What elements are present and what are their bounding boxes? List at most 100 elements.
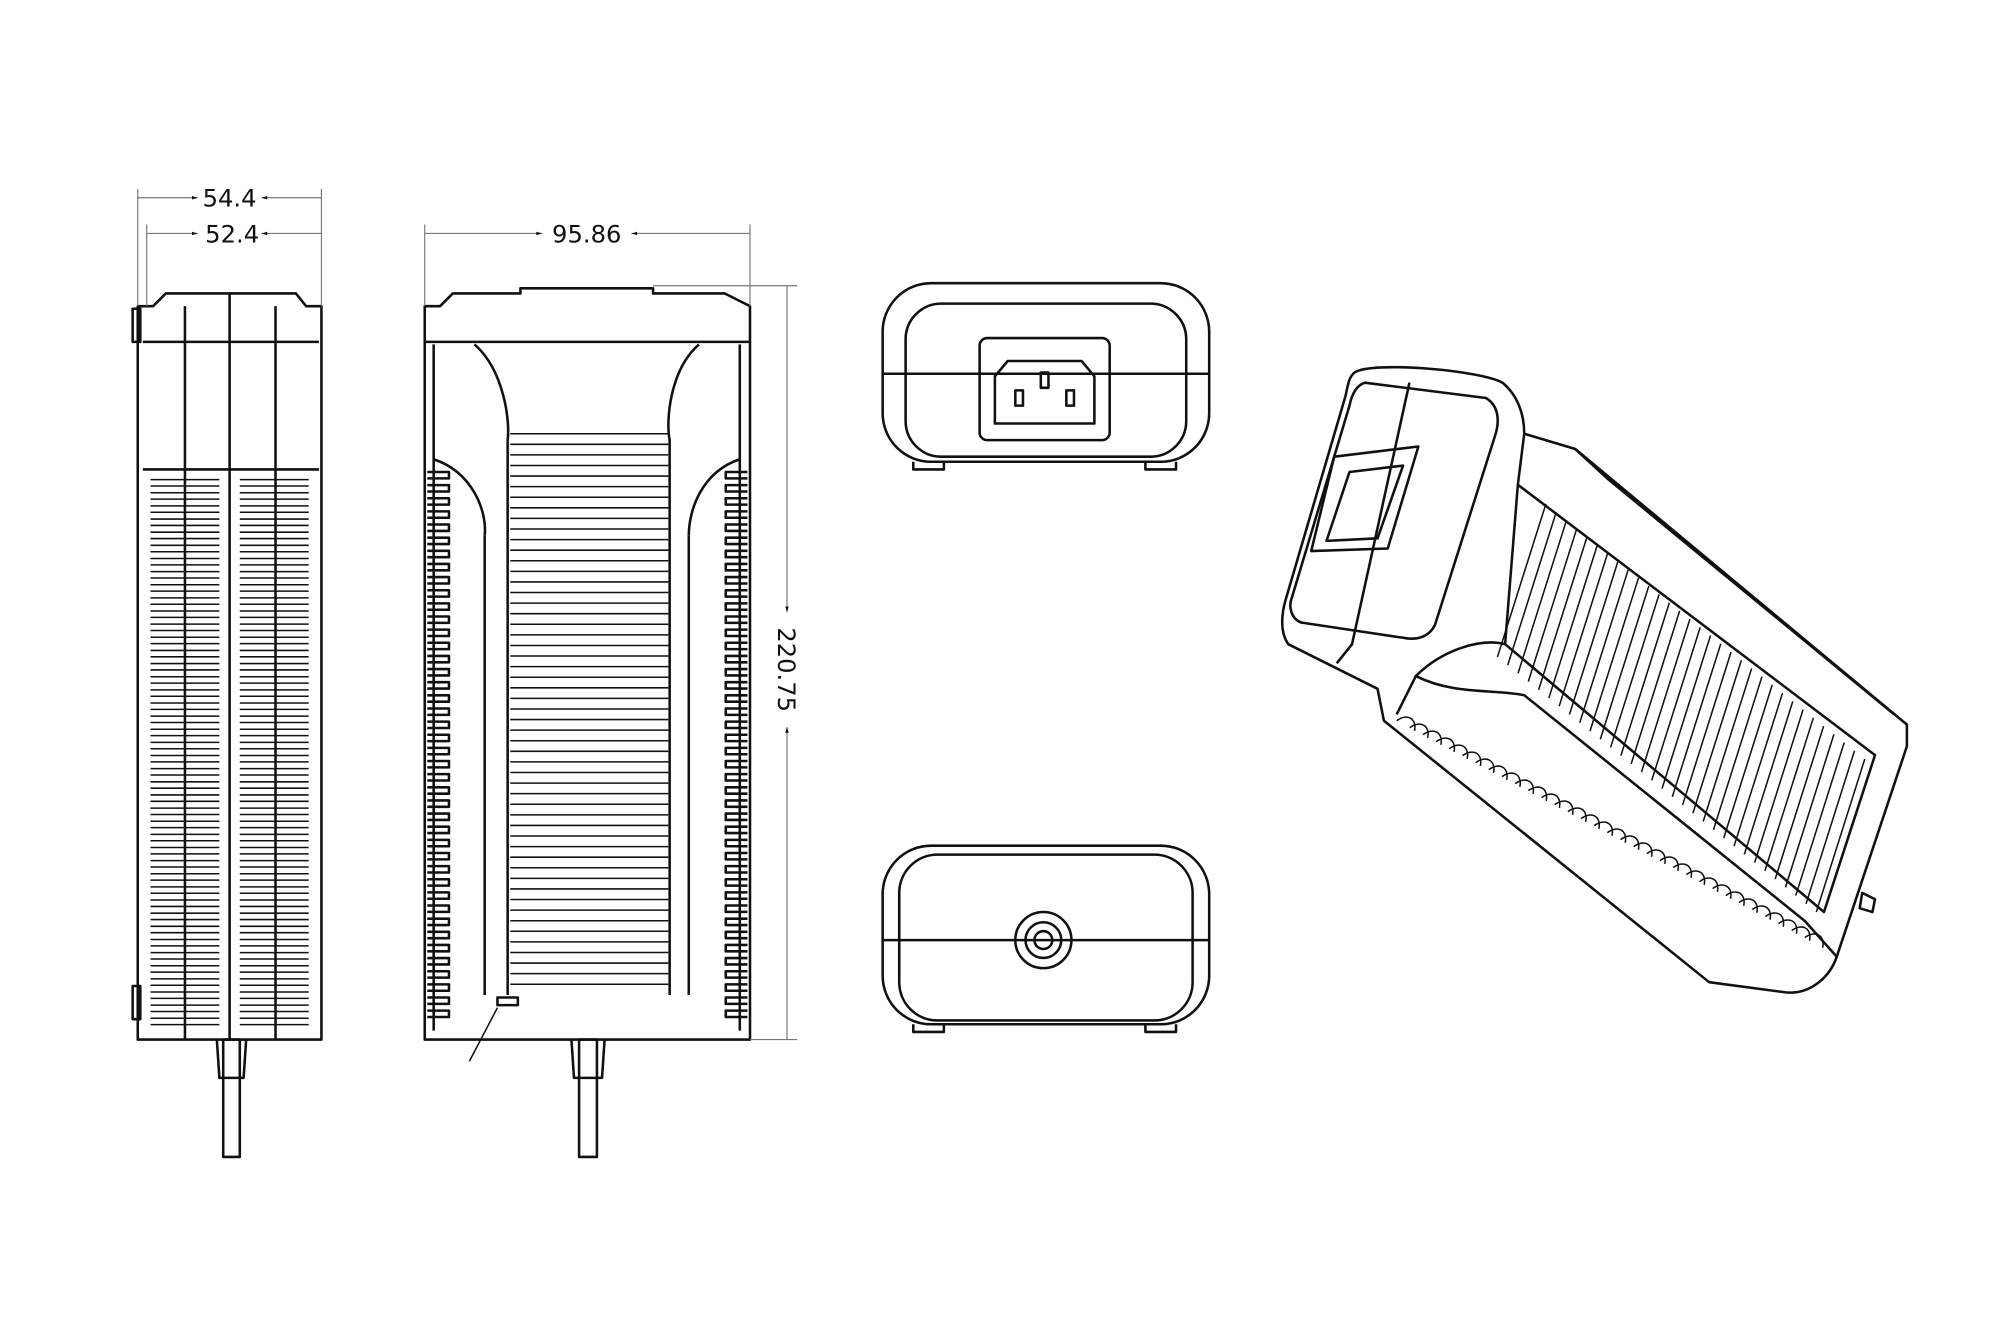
fin-line bbox=[1630, 610, 1681, 765]
fin-line bbox=[724, 904, 748, 914]
fin-line bbox=[427, 641, 451, 651]
fin-line bbox=[1568, 561, 1619, 715]
fin-line bbox=[724, 707, 748, 717]
fin-line bbox=[1558, 553, 1609, 707]
fin-line bbox=[1633, 842, 1653, 857]
fin-line bbox=[150, 767, 309, 776]
fin-line bbox=[724, 786, 748, 795]
fin-line bbox=[724, 575, 748, 585]
fin-line bbox=[427, 904, 451, 914]
fin-line bbox=[724, 549, 748, 559]
fin-line bbox=[1784, 734, 1835, 888]
fin-line bbox=[1791, 926, 1811, 941]
fin-line bbox=[427, 983, 451, 993]
fin-line bbox=[427, 772, 451, 782]
fin-line bbox=[150, 754, 309, 763]
side-view bbox=[131, 292, 323, 1159]
fin-line bbox=[724, 667, 748, 677]
end-view-ac-inlet bbox=[881, 281, 1211, 471]
fin-line bbox=[724, 983, 748, 993]
fin-line bbox=[1409, 723, 1429, 739]
fin-line bbox=[1517, 520, 1568, 674]
fin-line bbox=[1593, 821, 1614, 836]
fin-line bbox=[150, 964, 309, 973]
fin-line bbox=[1506, 511, 1557, 666]
fin-line bbox=[150, 859, 309, 868]
fin-line bbox=[150, 597, 309, 606]
isometric-fins bbox=[1396, 503, 1866, 948]
fin-line bbox=[1537, 536, 1588, 691]
dimension-length: 95.86 bbox=[552, 220, 621, 248]
fin-line bbox=[1527, 528, 1578, 682]
fin-line bbox=[427, 956, 451, 966]
fin-line bbox=[427, 943, 451, 953]
dimension-height: 220.75 bbox=[772, 627, 800, 712]
fin-line bbox=[150, 531, 309, 540]
fin-line bbox=[1751, 905, 1772, 920]
fin-line bbox=[427, 680, 451, 690]
fin-line bbox=[1661, 635, 1712, 789]
fin-line bbox=[150, 886, 309, 895]
fin-line bbox=[150, 938, 309, 947]
fin-line bbox=[1514, 779, 1535, 795]
fin-line bbox=[427, 864, 451, 874]
fin-line bbox=[1554, 800, 1574, 815]
cord bbox=[221, 1038, 242, 1159]
fin-line bbox=[1396, 716, 1416, 732]
fin-line bbox=[150, 991, 309, 1000]
fin-line bbox=[724, 1009, 748, 1019]
fin-line bbox=[150, 518, 309, 527]
fin-line bbox=[1599, 585, 1650, 740]
fin-line bbox=[150, 702, 309, 711]
fin-line bbox=[150, 807, 309, 816]
fin-line bbox=[1764, 912, 1785, 927]
fin-line bbox=[150, 636, 309, 645]
fin-line bbox=[150, 1004, 309, 1013]
fin-line bbox=[724, 523, 748, 533]
fin-line bbox=[724, 588, 748, 598]
fin-line bbox=[427, 746, 451, 756]
fin-line bbox=[724, 720, 748, 730]
fin-line bbox=[427, 707, 451, 717]
fin-line bbox=[724, 812, 748, 822]
fin-line bbox=[724, 628, 748, 638]
front-view bbox=[423, 287, 752, 1159]
fin-line bbox=[724, 694, 748, 703]
fin-line bbox=[1681, 651, 1732, 806]
fin-line bbox=[724, 864, 748, 874]
fin-line bbox=[1496, 503, 1547, 658]
fin-line bbox=[150, 649, 309, 658]
fin-line bbox=[1609, 594, 1660, 748]
fin-line bbox=[150, 820, 309, 829]
fin-line bbox=[1640, 618, 1691, 773]
cord-strain-relief-icon bbox=[1014, 910, 1073, 970]
fin-line bbox=[724, 759, 748, 769]
fin-line bbox=[427, 825, 451, 835]
fin-line bbox=[427, 891, 451, 901]
fin-line bbox=[1580, 814, 1601, 829]
fin-line bbox=[427, 496, 451, 506]
fin-line bbox=[1702, 668, 1753, 822]
fin-line bbox=[1778, 919, 1798, 934]
fin-line bbox=[1475, 758, 1495, 774]
side-fins bbox=[150, 478, 309, 1026]
fin-line bbox=[1651, 627, 1701, 781]
fin-line bbox=[1764, 717, 1815, 872]
fin-line bbox=[150, 623, 309, 632]
fin-line bbox=[1774, 725, 1825, 880]
fin-line bbox=[150, 492, 309, 500]
fin-line bbox=[427, 588, 451, 598]
fin-line bbox=[1488, 765, 1508, 781]
fin-line bbox=[1435, 737, 1456, 753]
fin-line bbox=[724, 615, 748, 625]
fin-line bbox=[1671, 643, 1722, 798]
fin-line bbox=[1692, 659, 1743, 814]
fin-line bbox=[724, 851, 748, 861]
fin-line bbox=[1723, 684, 1773, 839]
fin-line bbox=[724, 654, 748, 664]
fin-line bbox=[1501, 772, 1522, 788]
fin-line bbox=[427, 575, 451, 585]
fin-line bbox=[724, 891, 748, 901]
dimension-overall-width: 54.4 bbox=[203, 185, 257, 213]
fin-line bbox=[724, 799, 748, 809]
